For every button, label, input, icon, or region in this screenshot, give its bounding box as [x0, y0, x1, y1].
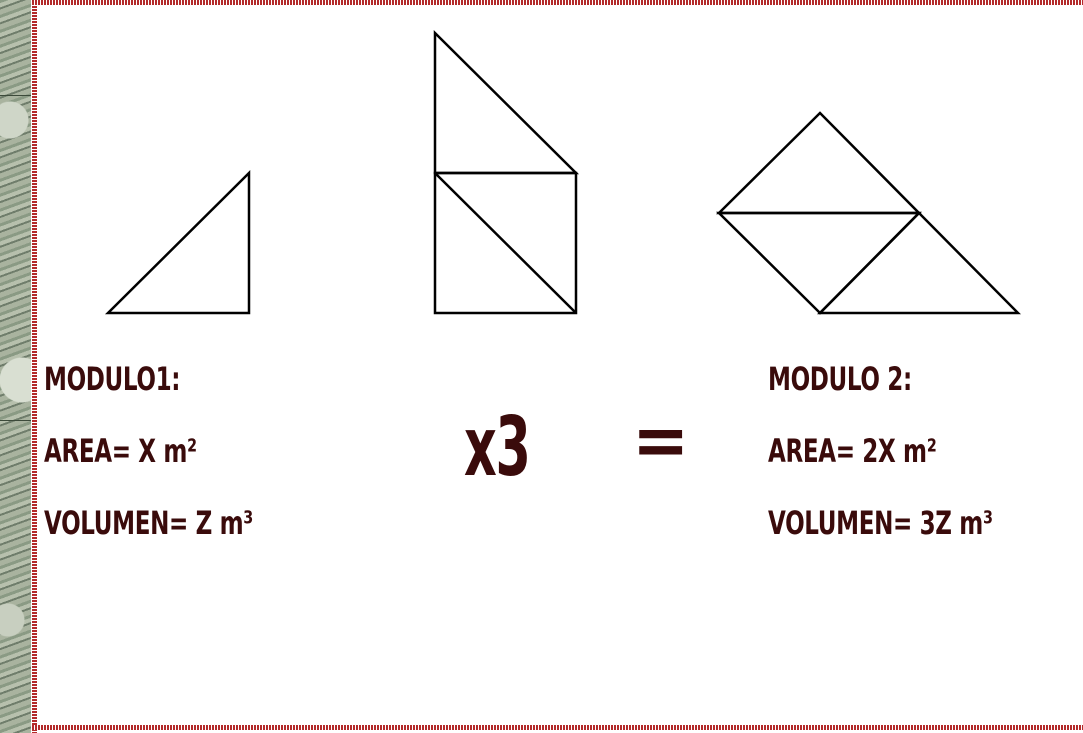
module1-area: AREA= X m²	[44, 432, 197, 470]
module2-triangles	[715, 111, 1021, 315]
module2-title: MODULO 2:	[768, 360, 912, 398]
aerial-map-strip	[0, 0, 31, 733]
module1-title: MODULO1:	[44, 360, 181, 398]
module2-area: AREA= 2X m²	[768, 432, 937, 470]
module2-volume: VOLUMEN= 3Z m³	[768, 504, 993, 542]
dashed-border-top	[32, 0, 1083, 5]
multiply-operator: x3	[464, 400, 531, 495]
dashed-border-left	[32, 0, 37, 733]
module-stack-triangle-square	[433, 29, 580, 315]
map-road	[0, 95, 31, 96]
dashed-border-bottom	[32, 725, 1083, 730]
equals-operator: =	[632, 398, 690, 482]
map-road	[0, 420, 31, 421]
module1-volume: VOLUMEN= Z m³	[44, 504, 254, 542]
module1-triangle	[104, 169, 251, 315]
